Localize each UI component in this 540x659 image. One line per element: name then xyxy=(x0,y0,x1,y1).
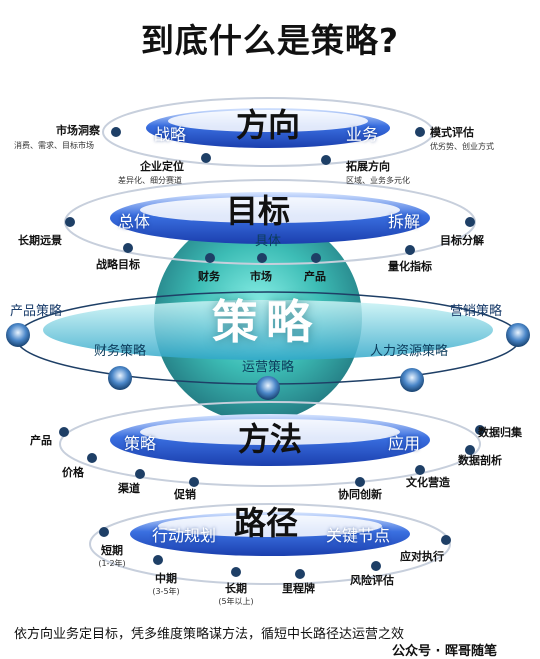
footer-summary: 依方向业务定目标，凭多维度策略谋方法，循短中长路径达运营之效 xyxy=(14,627,405,642)
path-left-label: 行动规划 xyxy=(151,526,216,545)
node-p-short-sub: (1-2年) xyxy=(98,559,126,568)
method-ring xyxy=(59,401,481,487)
node-p-risk: 风险评估 xyxy=(350,574,394,587)
node-expand-direction-sub: 区域、业务多元化 xyxy=(346,176,410,185)
node-m-channel: 渠道 xyxy=(118,482,140,495)
direction-heading: 方向 xyxy=(235,106,300,144)
direction-right-label: 业务 xyxy=(345,125,378,144)
path-right-label: 关键节点 xyxy=(325,526,390,545)
node-enterprise-position-sub: 差异化、细分赛道 xyxy=(118,176,182,185)
core-left-outer: 产品策略 xyxy=(10,304,63,319)
node-m-data-collect: 数据归集 xyxy=(478,426,522,439)
node-p-long-sub: (5年以上) xyxy=(218,597,254,606)
core-right-outer: 营销策略 xyxy=(450,304,503,319)
node-dots xyxy=(59,127,485,579)
node-p-short: 短期 xyxy=(101,544,123,557)
core-buttons xyxy=(6,323,530,400)
node-m-price: 价格 xyxy=(62,466,84,479)
node-p-mid-sub: (3-5年) xyxy=(152,587,180,596)
node-product: 产品 xyxy=(304,270,326,283)
path-ring xyxy=(89,503,451,585)
direction-ring xyxy=(102,97,434,167)
node-quant-index: 量化指标 xyxy=(388,260,432,273)
goal-right-label: 拆解 xyxy=(387,212,420,231)
node-m-product: 产品 xyxy=(30,434,52,447)
node-m-culture: 文化营造 xyxy=(406,476,450,489)
page-title: 到底什么是策略? xyxy=(140,21,400,60)
goal-ring xyxy=(64,179,476,265)
node-p-long: 长期 xyxy=(225,582,247,595)
node-p-milestone: 里程牌 xyxy=(282,582,315,595)
watermark: 公众号 · 晖哥随笔 xyxy=(392,644,497,659)
core-left-inner: 财务策略 xyxy=(94,344,147,359)
method-right-label: 应用 xyxy=(387,434,420,453)
core-right-inner: 人力资源策略 xyxy=(370,344,449,359)
node-model-eval-sub: 优劣势、创业方式 xyxy=(430,142,494,151)
method-left-label: 策略 xyxy=(123,434,156,453)
node-expand-direction: 拓展方向 xyxy=(346,160,390,173)
core-heading: 策略 xyxy=(212,295,320,349)
node-m-data-analysis: 数据剖析 xyxy=(458,454,502,467)
node-goal-split: 目标分解 xyxy=(440,234,484,247)
direction-left-label: 战略 xyxy=(153,125,186,144)
node-m-promo: 促销 xyxy=(174,488,196,501)
node-strategic-goal: 战略目标 xyxy=(96,258,140,271)
node-p-response: 应对执行 xyxy=(400,550,444,563)
node-p-mid: 中期 xyxy=(155,572,177,585)
node-market-insight: 市场洞察 xyxy=(56,124,100,137)
path-heading: 路径 xyxy=(233,504,298,542)
goal-heading: 目标 xyxy=(225,192,290,230)
goal-center-label: 具体 xyxy=(254,234,281,249)
watermark-backdrop xyxy=(384,640,534,656)
node-m-collab: 协同创新 xyxy=(338,488,382,501)
node-market-insight-sub: 消费、需求、目标市场 xyxy=(14,141,94,150)
node-long-vision: 长期远景 xyxy=(18,234,62,247)
core-center-label: 运营策略 xyxy=(241,360,294,375)
node-finance: 财务 xyxy=(198,270,220,283)
node-enterprise-position: 企业定位 xyxy=(140,160,184,173)
goal-left-label: 总体 xyxy=(117,212,150,231)
node-market: 市场 xyxy=(250,270,272,283)
node-model-eval: 模式评估 xyxy=(430,126,474,139)
method-heading: 方法 xyxy=(237,420,302,458)
